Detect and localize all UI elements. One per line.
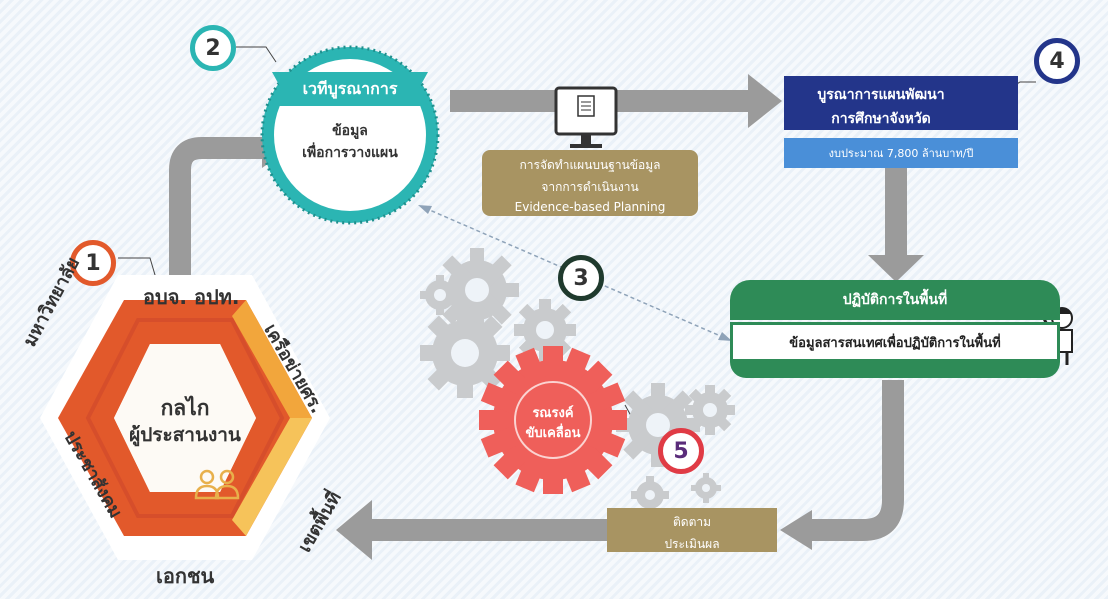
arrowhead-monitoring-to-hex xyxy=(336,500,372,560)
arrowhead-operation-to-monitoring xyxy=(780,510,812,550)
dashed-arrowhead-right xyxy=(718,332,732,341)
hex-label-bottom: เอกชน xyxy=(156,564,215,588)
step-number-3: 3 xyxy=(558,255,604,301)
gray-gears xyxy=(420,248,735,514)
arrow-plan-to-operation xyxy=(885,168,907,260)
step-number-4: 4 xyxy=(1034,38,1080,84)
hex-center-title: กลไก xyxy=(160,396,210,420)
dashed-arrowhead-left xyxy=(418,205,432,214)
operation-subtitle: ข้อมูลสารสนเทศเพื่อปฏิบัติการในพื้นที่ xyxy=(730,322,1060,362)
provincial-plan-box: บูรณาการแผนพัฒนา การศึกษาจังหวัด xyxy=(784,76,1018,130)
step-number-5: 5 xyxy=(658,428,704,474)
evidence-line1: การจัดทำแผนบนฐานข้อมูล xyxy=(519,158,661,172)
coordinator-hexagon xyxy=(40,275,330,560)
evidence-box: การจัดทำแผนบนฐานข้อมูล จากการดำเนินงาน E… xyxy=(482,150,698,216)
monitoring-line1: ติดตาม xyxy=(672,515,712,529)
hex-center-subtitle: ผู้ประสานงาน xyxy=(129,424,241,446)
hex-label-top: อบจ. อปท. xyxy=(143,285,240,309)
operation-title: ปฏิบัติการในพื้นที่ xyxy=(730,280,1060,320)
plan-title-line1: บูรณาการแผนพัฒนา xyxy=(817,87,945,103)
monitoring-box: ติดตาม ประเมินผล xyxy=(607,508,777,552)
step-number-1: 1 xyxy=(70,240,116,286)
monitoring-line2: ประเมินผล xyxy=(664,537,720,551)
arrow-operation-to-monitoring xyxy=(810,380,904,541)
arrowhead-platform-to-plan xyxy=(748,74,782,128)
step-number-2: 2 xyxy=(190,25,236,71)
plan-title-line2: การศึกษาจังหวัด xyxy=(831,111,931,127)
arrow-hex-to-platform xyxy=(169,137,262,275)
evidence-line2: จากการดำเนินงาน xyxy=(541,180,639,194)
platform-line1: ข้อมูล xyxy=(332,123,368,139)
evidence-line3: Evidence-based Planning xyxy=(514,200,666,214)
budget-bar: งบประมาณ 7,800 ล้านบาท/ปี xyxy=(784,138,1018,168)
red-gear xyxy=(479,346,627,494)
people-icon xyxy=(194,469,240,500)
platform-line2: เพื่อการวางแผน xyxy=(302,145,398,161)
platform-banner: เวทีบูรณาการ xyxy=(272,72,428,106)
operation-footer xyxy=(730,362,1060,378)
pointer-line-2 xyxy=(236,46,277,63)
campaign-line2: ขับเคลื่อน xyxy=(525,426,581,441)
campaign-line1: รณรงค์ xyxy=(532,406,574,421)
arrowhead-plan-to-operation xyxy=(868,255,924,282)
monitor-icon xyxy=(554,86,618,148)
arrow-monitoring-to-hex xyxy=(370,519,608,541)
